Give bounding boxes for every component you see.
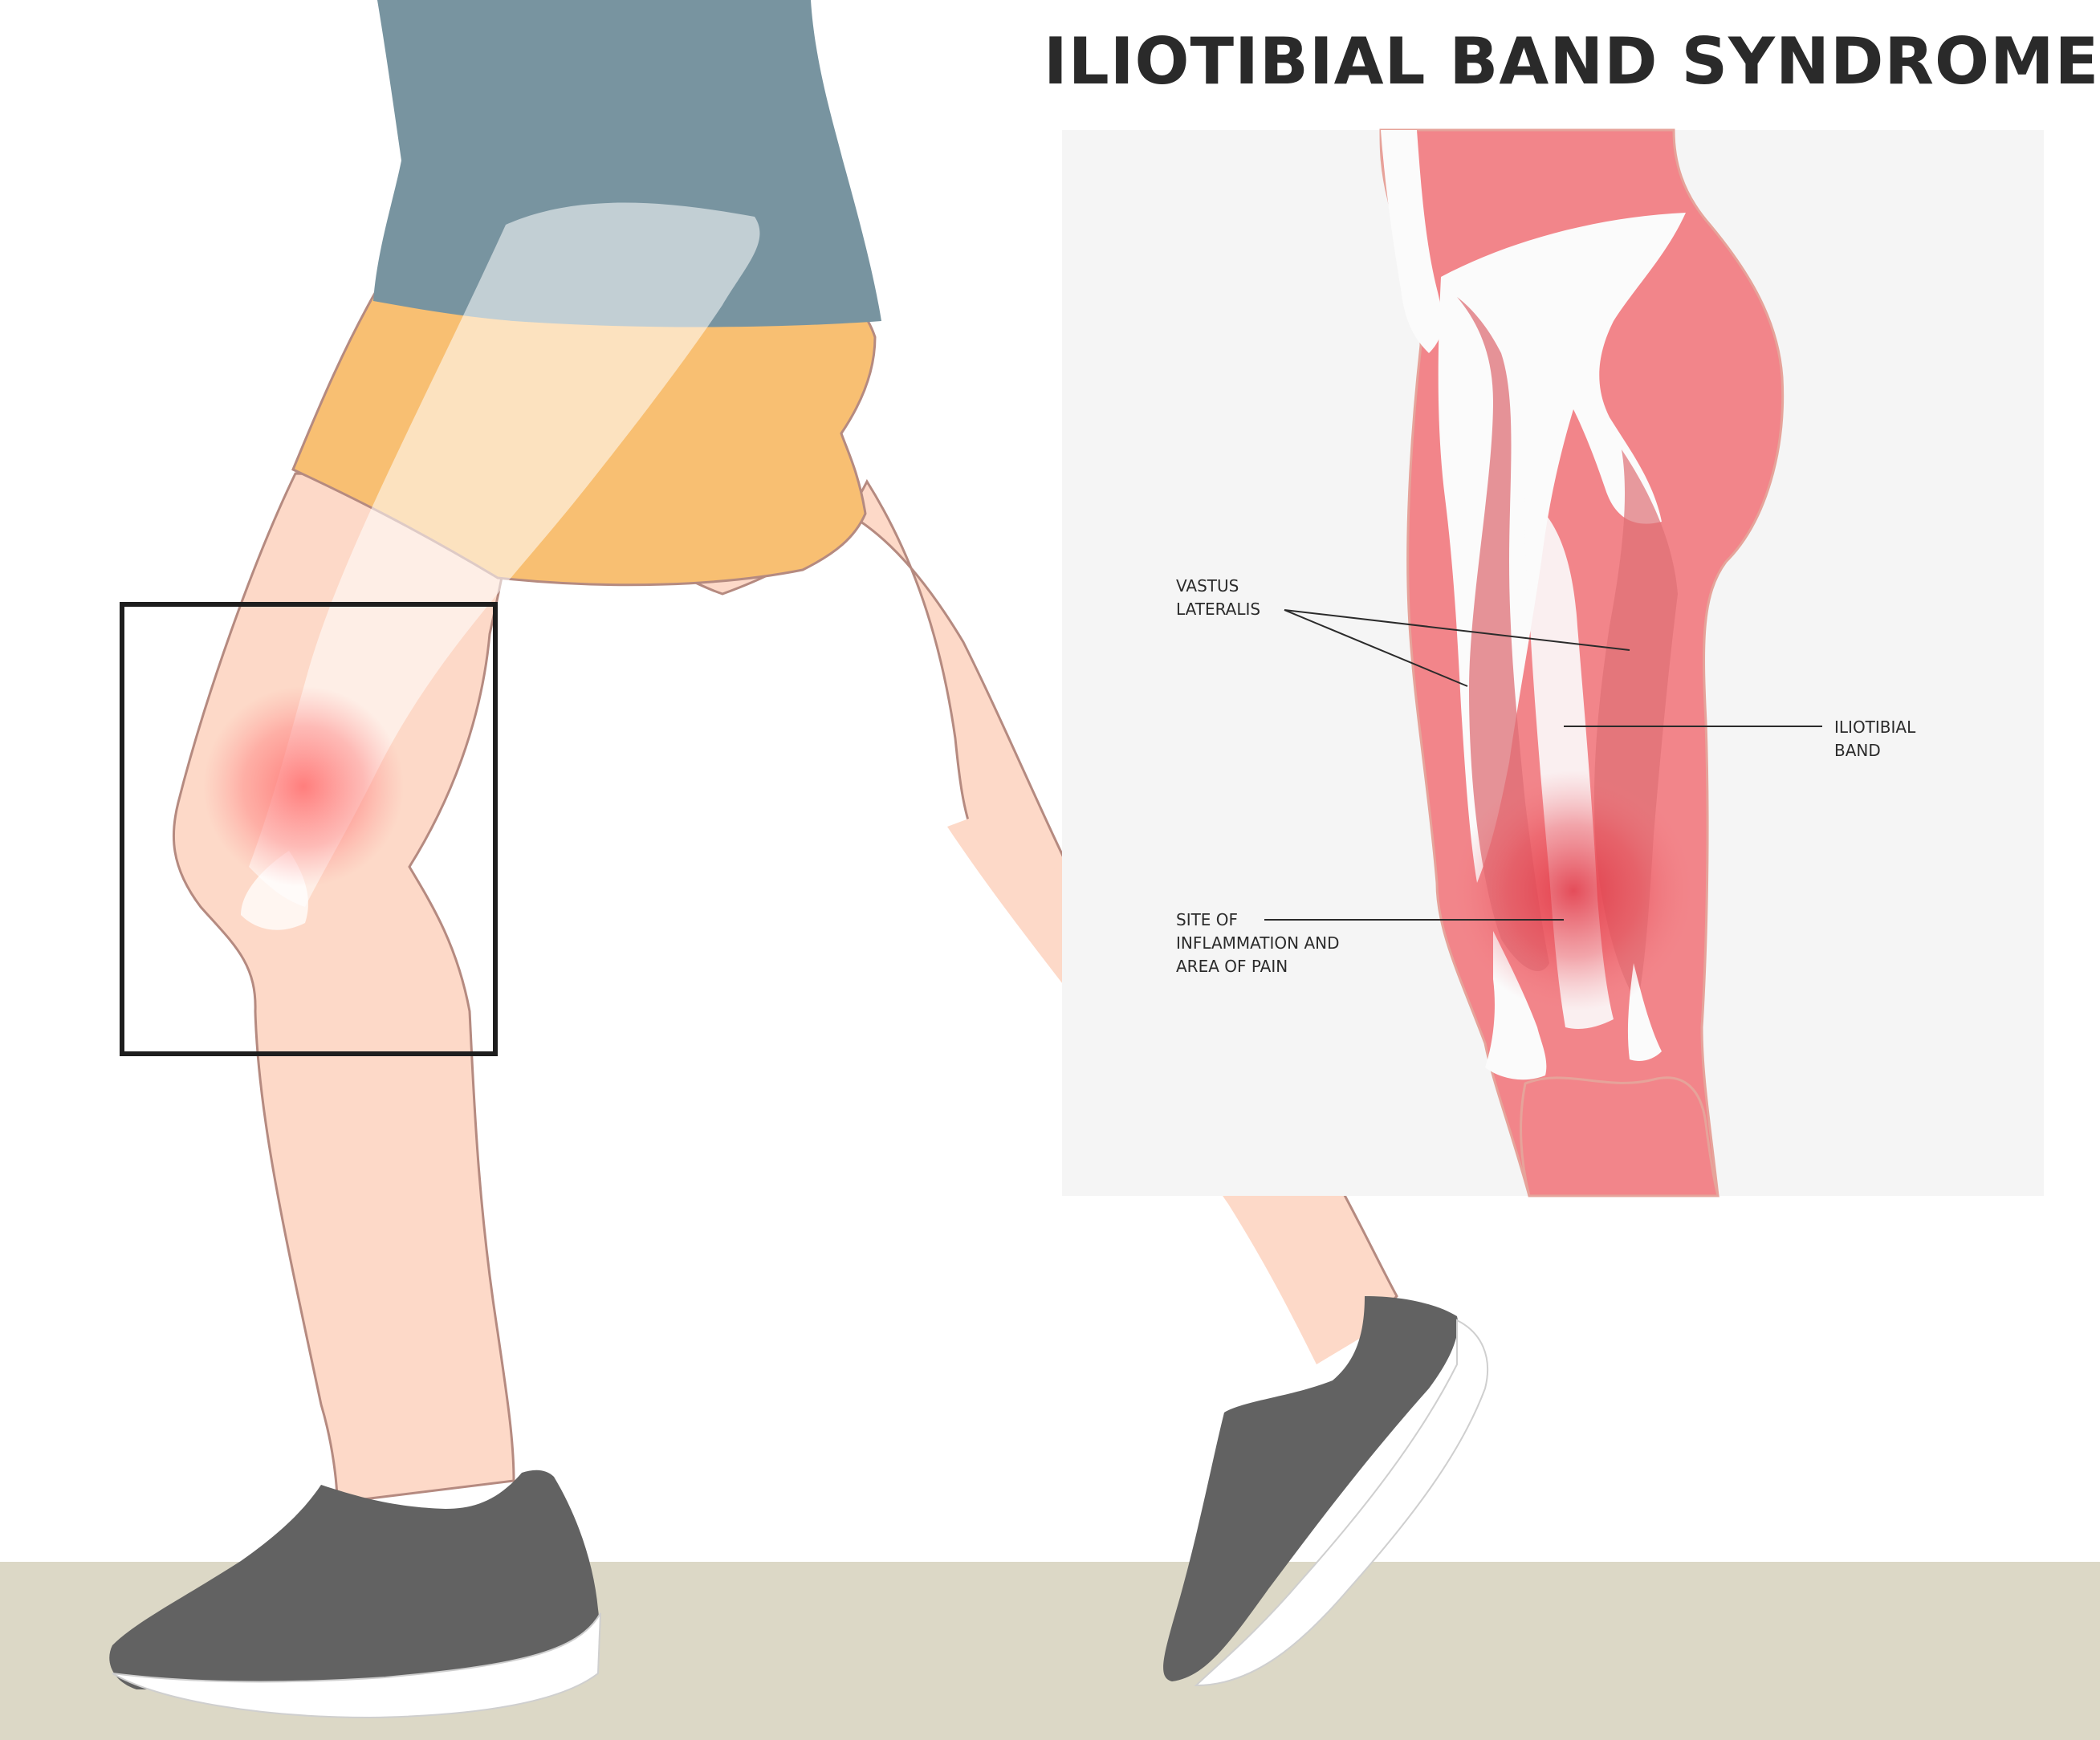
front-shoe bbox=[1163, 1296, 1459, 1681]
anatomy-inset bbox=[1062, 128, 2044, 1197]
label-site-line-3: AREA OF PAIN bbox=[1176, 957, 1288, 976]
label-site-line-2: INFLAMMATION AND bbox=[1176, 933, 1340, 953]
inset-inflammation bbox=[1453, 770, 1694, 1011]
back-shoe bbox=[109, 1470, 600, 1689]
leader-vastus-1 bbox=[1284, 609, 1468, 687]
label-vastus-line-2: LATERALIS bbox=[1176, 600, 1261, 619]
page-title: ILIOTIBIAL BAND SYNDROME bbox=[1044, 24, 2100, 99]
knee-highlight-frame bbox=[120, 602, 498, 1056]
vastus-lateralis-muscle bbox=[1457, 297, 1549, 971]
leader-vastus-2 bbox=[1284, 609, 1630, 651]
tibia bbox=[1520, 1076, 1719, 1197]
label-vastus-line-1: VASTUS bbox=[1176, 576, 1239, 596]
label-it-band-line-2: BAND bbox=[1834, 741, 1881, 760]
knee-inflammation bbox=[203, 686, 404, 887]
label-vastus-lateralis: VASTUS LATERALIS bbox=[1176, 575, 1260, 621]
label-site-line-1: SITE OF bbox=[1176, 910, 1239, 929]
tendon-strip-left bbox=[1381, 130, 1443, 353]
label-site-of-inflammation: SITE OF INFLAMMATION AND AREA OF PAIN bbox=[1176, 909, 1340, 978]
front-shoe-sole bbox=[1194, 1319, 1489, 1687]
label-it-band-line-1: ILIOTIBIAL bbox=[1834, 718, 1916, 737]
back-shoe-sole bbox=[112, 1612, 601, 1719]
label-iliotibial-band: ILIOTIBIAL BAND bbox=[1834, 716, 1915, 762]
